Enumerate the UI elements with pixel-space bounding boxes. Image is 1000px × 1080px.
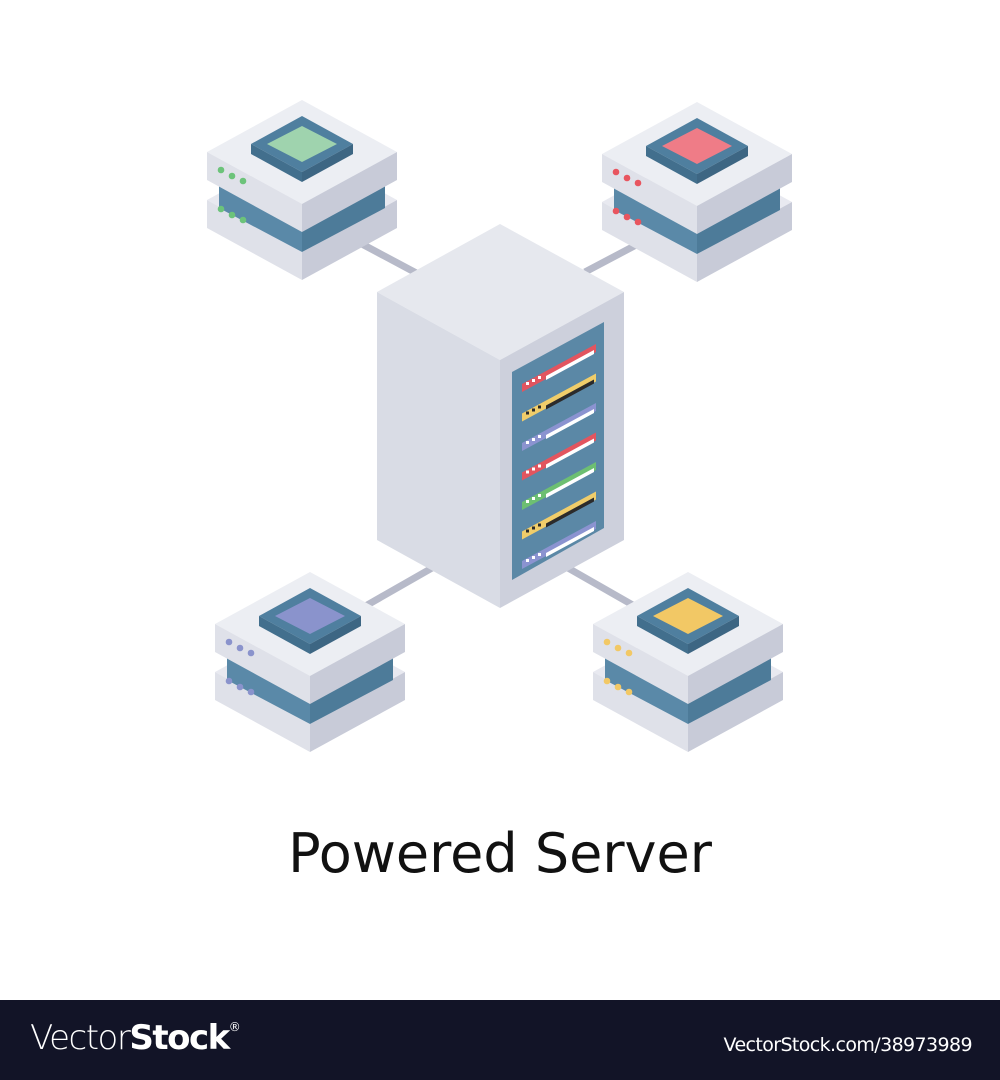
footer-bar: VectorStock® VectorStock.com/38973989 bbox=[0, 1000, 1000, 1080]
logo-bold-text: Stock bbox=[129, 1018, 230, 1058]
server-rack bbox=[377, 224, 624, 608]
powered-server-illustration bbox=[207, 100, 792, 752]
rack-slot bbox=[522, 462, 596, 510]
illustration-title: Powered Server bbox=[288, 822, 712, 885]
rack-slot bbox=[522, 344, 596, 392]
server-node-top-left bbox=[207, 100, 397, 280]
rack-slot bbox=[522, 432, 596, 481]
server-node-bottom-right bbox=[593, 572, 783, 752]
logo-light-text: Vector bbox=[30, 1018, 131, 1058]
server-node-top-right bbox=[602, 102, 792, 282]
rack-slot-indicators bbox=[522, 344, 596, 569]
vectorstock-logo: VectorStock® bbox=[30, 1018, 241, 1058]
rack-slot bbox=[522, 373, 596, 422]
rack-slot bbox=[522, 521, 596, 569]
server-node-bottom-left bbox=[215, 572, 405, 752]
registered-mark: ® bbox=[228, 1020, 241, 1034]
image-reference: VectorStock.com/38973989 bbox=[723, 1034, 973, 1056]
rack-slot bbox=[522, 491, 596, 540]
rack-slot bbox=[522, 403, 596, 451]
